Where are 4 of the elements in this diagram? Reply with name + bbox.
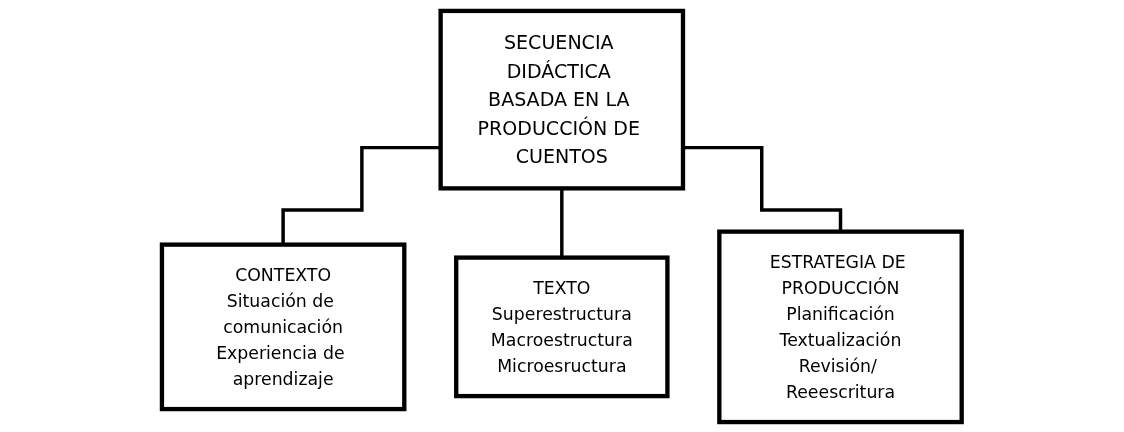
node-box: SECUENCIA DIDÁCTICA BASADA EN LA PRODUCCIÓN DE CUENTOS bbox=[438, 8, 686, 191]
node-box: TEXTO Superestructura Macroestructura Microesructura bbox=[454, 254, 670, 398]
node-box: CONTEXTO Situación de comunicación Experiencia de aprendizaje bbox=[159, 241, 407, 411]
node-box: ESTRATEGIA DE PRODUCCIÓN Planificación Textualización Revisión/ Reeescritura bbox=[717, 228, 965, 424]
